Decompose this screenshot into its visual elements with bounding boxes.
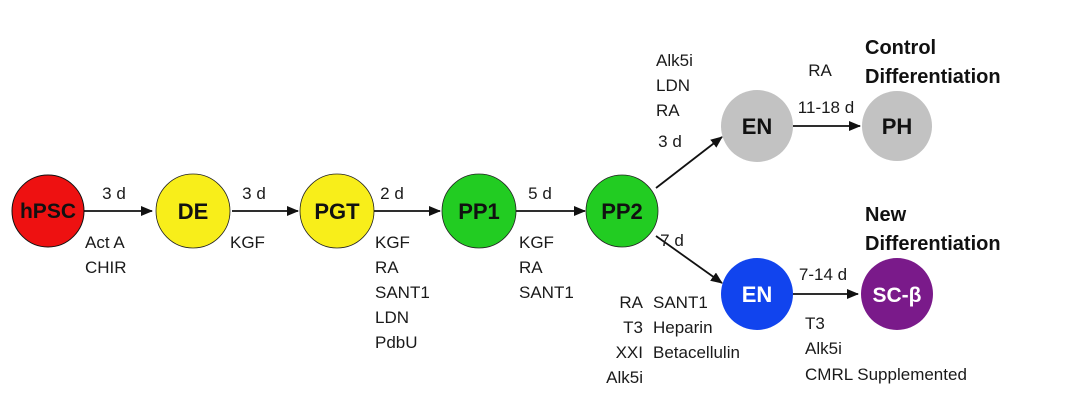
factor: RA [656, 101, 680, 120]
node-sc-beta: SC-β [861, 258, 933, 330]
arrow-pp2-en-control [655, 136, 723, 189]
factor: KGF [230, 233, 265, 252]
duration-pp2-en-new: 7 d [660, 231, 684, 250]
factor: Alk5i [606, 368, 643, 387]
node-sc-beta-label: SC-β [873, 284, 922, 307]
duration-pgt-pp1: 2 d [380, 184, 404, 203]
factor: LDN [656, 76, 690, 95]
factor: RA [619, 293, 643, 312]
factors-hpsc-de: Act A CHIR [85, 233, 127, 277]
control-title-line1: Control [865, 37, 936, 59]
factor: RA [519, 258, 543, 277]
node-pgt: PGT [299, 173, 375, 249]
node-pp2-label: PP2 [601, 199, 643, 224]
factor: RA [375, 258, 399, 277]
duration-pp2-en-control: 3 d [658, 132, 682, 151]
factor: SANT1 [375, 283, 430, 302]
factor: KGF [375, 233, 410, 252]
factors-en-ph: RA [808, 61, 832, 80]
node-hpsc-label: hPSC [20, 200, 76, 223]
duration-en-ph: 11-18 d [798, 98, 854, 117]
arrow-pp2-en-new [655, 235, 723, 284]
factor: CHIR [85, 258, 127, 277]
factor: KGF [519, 233, 554, 252]
factor: CMRL Supplemented [805, 365, 967, 384]
node-pgt-label: PGT [314, 199, 360, 224]
node-en-new: EN [721, 258, 793, 330]
factor: SANT1 [653, 293, 708, 312]
factors-pp1-pp2: KGF RA SANT1 [519, 233, 574, 302]
new-title-line2: Differentiation [865, 233, 1001, 255]
duration-pp1-pp2: 5 d [528, 184, 552, 203]
node-ph-label: PH [882, 114, 913, 139]
node-de: DE [155, 173, 231, 249]
factor: PdbU [375, 333, 418, 352]
node-pp1-label: PP1 [458, 199, 500, 224]
node-ph: PH [862, 91, 932, 161]
duration-en-sc-beta: 7-14 d [799, 265, 847, 284]
node-en-control-label: EN [742, 114, 773, 139]
new-title-line1: New [865, 204, 907, 226]
duration-hpsc-de: 3 d [102, 184, 126, 203]
factor: XXI [616, 343, 643, 362]
node-hpsc: hPSC [11, 174, 85, 248]
factor: Heparin [653, 318, 713, 337]
factor: LDN [375, 308, 409, 327]
node-en-control: EN [721, 90, 793, 162]
factor: Act A [85, 233, 125, 252]
factor: Betacellulin [653, 343, 740, 362]
factors-pp2-en-new-left: RA T3 XXI Alk5i [606, 293, 644, 387]
node-de-label: DE [178, 199, 209, 224]
factor: Alk5i [805, 339, 842, 358]
factor: Alk5i [656, 51, 693, 70]
factors-en-sc-beta: T3 Alk5i CMRL Supplemented [805, 314, 967, 384]
node-en-new-label: EN [742, 282, 773, 307]
duration-de-pgt: 3 d [242, 184, 266, 203]
factor: RA [808, 61, 832, 80]
factors-pp2-en-new-right: SANT1 Heparin Betacellulin [653, 293, 740, 362]
node-pp1: PP1 [441, 173, 517, 249]
node-pp2: PP2 [585, 174, 659, 248]
factors-pp2-en-control: Alk5i LDN RA [656, 51, 693, 120]
factors-de-pgt: KGF [230, 233, 265, 252]
control-title-line2: Differentiation [865, 66, 1001, 88]
factor: T3 [623, 318, 643, 337]
factor: T3 [805, 314, 825, 333]
factors-pgt-pp1: KGF RA SANT1 LDN PdbU [375, 233, 430, 352]
factor: SANT1 [519, 283, 574, 302]
